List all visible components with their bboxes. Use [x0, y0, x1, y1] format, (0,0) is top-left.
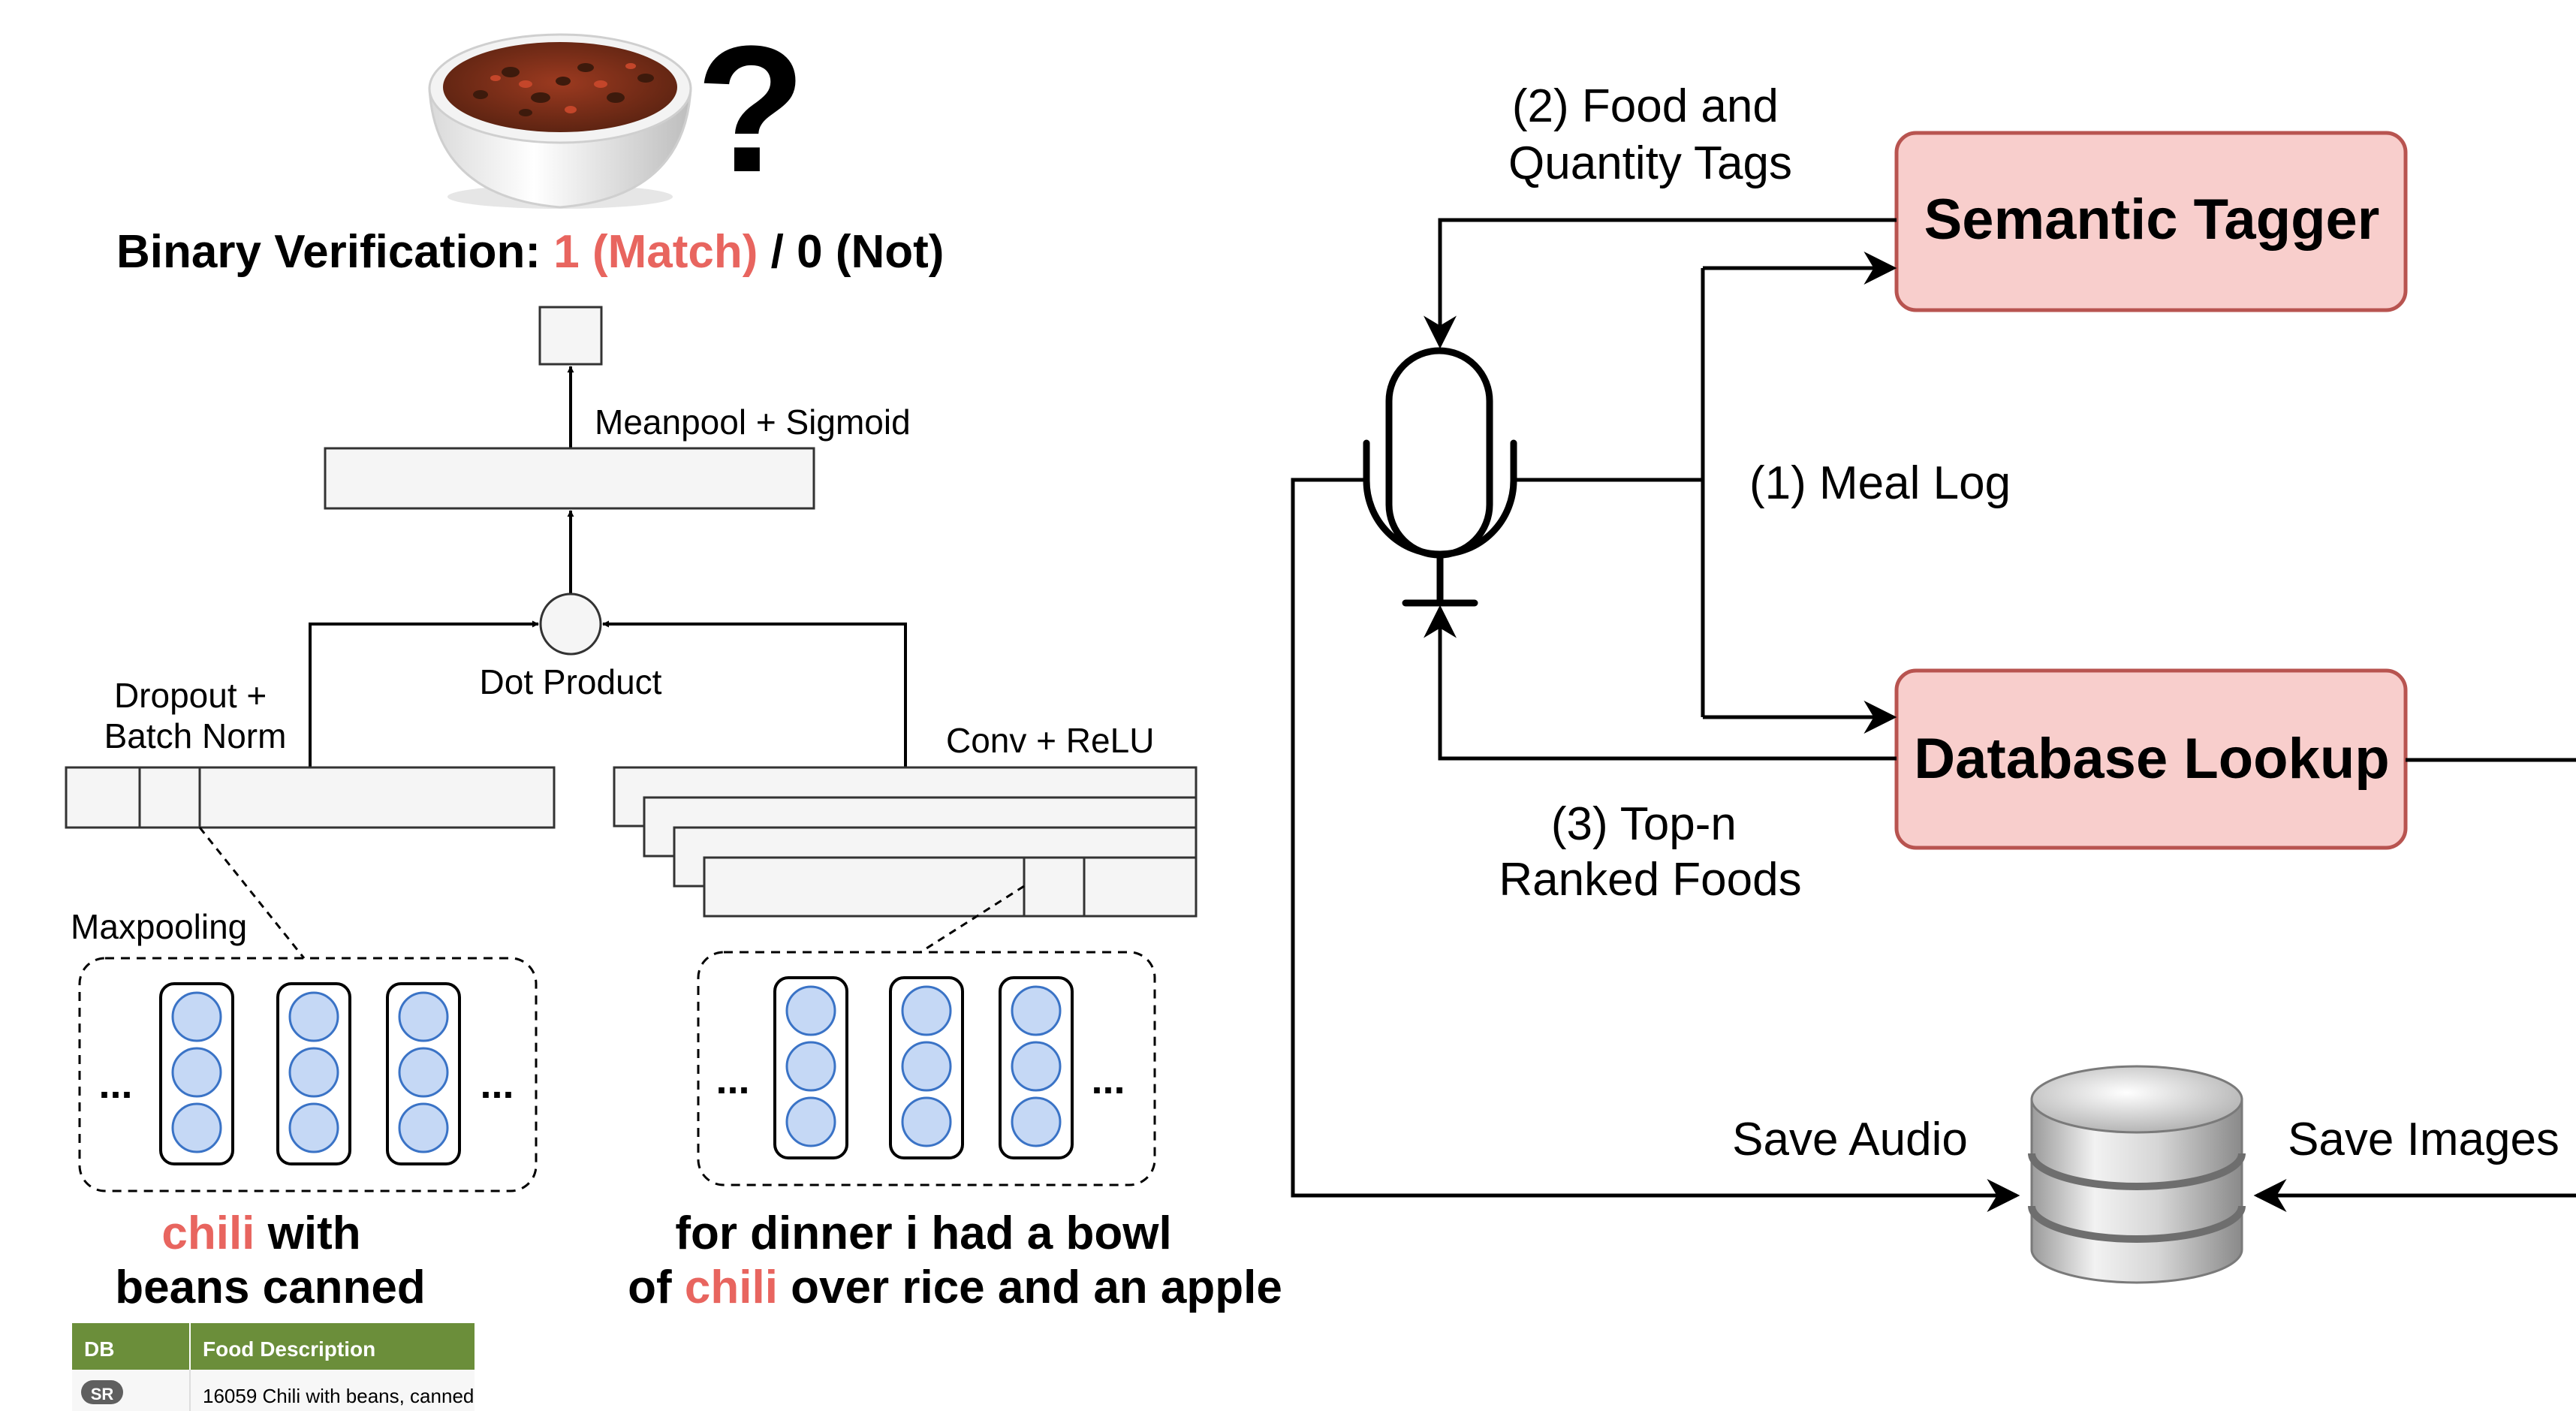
- food-text-line1: chili with: [161, 1207, 360, 1259]
- save-audio-arrow: [1291, 478, 2020, 1212]
- lookup-to-mic-arrow: [1424, 604, 1897, 761]
- microphone-icon: [1363, 347, 1517, 607]
- meal-text-line1: for dinner i had a bowl: [675, 1207, 1171, 1259]
- food-text-rest: with: [255, 1207, 360, 1259]
- food-tags-line1: (2) Food and: [1512, 80, 1779, 132]
- food-tags-label: (2) Food and Quantity Tags: [1508, 80, 1792, 189]
- top-n-label: (3) Top-n Ranked Foods: [1499, 798, 1801, 906]
- sr-badge: [81, 1380, 123, 1404]
- food-tags-line2: Quantity Tags: [1508, 137, 1792, 189]
- top-n-line1: (3) Top-n: [1551, 798, 1737, 850]
- meal-conv-layers: [613, 766, 1198, 918]
- meal-word-vector: [999, 976, 1074, 1159]
- meal-text-line2: of chili over rice and an apple: [628, 1262, 1282, 1313]
- food-word-vector: [386, 982, 461, 1165]
- chili-bowl-image: [428, 33, 692, 209]
- meal-ellipsis-right: ...: [1091, 1057, 1125, 1102]
- food-embeddings-box: ... ...: [78, 957, 538, 1192]
- verification-suffix: / 0 (Not): [771, 226, 945, 278]
- meal-text-prefix: of: [628, 1262, 685, 1313]
- db-table-header-db: DB: [84, 1337, 114, 1361]
- maxpool-label: Maxpooling: [71, 907, 247, 946]
- output-node: [538, 306, 603, 366]
- dot-product-label: Dot Product: [480, 662, 662, 701]
- dot-product-node: [539, 592, 602, 656]
- dropout-label: Dropout + Batch Norm: [104, 676, 287, 755]
- table-row: [72, 1370, 475, 1411]
- db-table: DB Food Description SR 16059 Chili with …: [72, 1323, 475, 1411]
- verification-prefix: Binary Verification:: [116, 226, 553, 278]
- question-mark: ?: [696, 8, 806, 210]
- meal-keyword: chili: [685, 1262, 778, 1313]
- database-icon: [2028, 1065, 2246, 1284]
- meal-embeddings-box: ... ...: [697, 951, 1156, 1186]
- database-lookup-label: Database Lookup: [1914, 727, 2389, 791]
- semantic-tagger-label: Semantic Tagger: [1924, 188, 2380, 252]
- conv-connector: [920, 885, 1025, 954]
- food-embedding-layer: [65, 766, 556, 829]
- meal-word-vector: [773, 976, 848, 1159]
- meal-word-vector: [889, 976, 964, 1159]
- dropout-label-line1: Dropout +: [114, 676, 267, 715]
- save-images-label: Save Images: [2288, 1114, 2559, 1165]
- conv-label: Conv + ReLU: [946, 721, 1154, 760]
- food-word-vector: [276, 982, 351, 1165]
- maxpool-connector: [198, 827, 306, 959]
- food-ellipsis-left: ...: [98, 1062, 132, 1107]
- verification-title: Binary Verification: 1 (Match) / 0 (Not): [116, 226, 944, 278]
- sr-badge-label: SR: [91, 1385, 114, 1403]
- db-row-description: 16059 Chili with beans, canned: [203, 1385, 474, 1407]
- food-word-vector: [159, 982, 234, 1165]
- food-ellipsis-right: ...: [480, 1062, 514, 1107]
- save-audio-label: Save Audio: [1732, 1114, 1968, 1165]
- right-branch-arrow: [602, 620, 907, 767]
- left-branch-arrow: [309, 620, 539, 767]
- db-table-header: [72, 1323, 475, 1370]
- meanpool-label: Meanpool + Sigmoid: [595, 402, 911, 442]
- pooled-layer: [324, 447, 815, 510]
- food-text-line2: beans canned: [115, 1262, 425, 1313]
- meal-ellipsis-left: ...: [716, 1057, 749, 1102]
- verification-match: 1 (Match): [553, 226, 758, 278]
- dropout-label-line2: Batch Norm: [104, 716, 287, 755]
- meal-log-label: (1) Meal Log: [1749, 457, 2011, 509]
- food-keyword: chili: [161, 1207, 255, 1259]
- meal-text-suffix: over rice and an apple: [778, 1262, 1282, 1313]
- db-table-header-description: Food Description: [203, 1337, 375, 1361]
- top-n-line2: Ranked Foods: [1499, 854, 1801, 906]
- tags-to-mic-arrow: [1424, 218, 1897, 349]
